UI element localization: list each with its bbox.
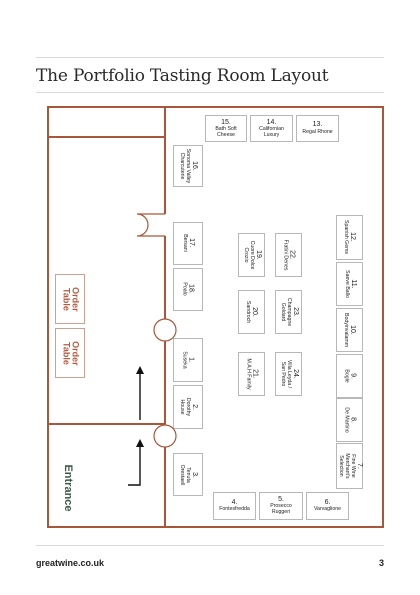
- order-table-lower: Order Table: [55, 328, 85, 378]
- route-arrowhead-upper: [136, 366, 144, 374]
- stand-14-name: Californian Luxury: [259, 125, 284, 138]
- outer-wall-top: [47, 106, 384, 108]
- stand-4-name: Fontesfredda: [219, 506, 250, 513]
- stand-7: 7.Fine Wine Merchant's Selection: [336, 443, 363, 489]
- partition-wall-bottom: [164, 447, 166, 528]
- stand-11: 11.Saeve Ballo: [336, 262, 363, 306]
- stand-1: 1.Suseka: [173, 338, 203, 382]
- stand-3: 3.Tenuta Orestaell: [173, 453, 203, 496]
- footer-rule: [36, 545, 384, 546]
- ante-room-wall-top: [47, 136, 166, 138]
- stand-12: 12.Spanish Gems: [336, 215, 363, 260]
- stand-10: 10.Bodyinvalamm: [336, 308, 363, 352]
- route-arrowhead-lower: [136, 439, 144, 447]
- partition-wall-upper: [164, 106, 166, 214]
- stand-2: 2.Dorothy House: [173, 385, 203, 429]
- stand-5-name: Prosecco Ruggeri: [270, 503, 292, 516]
- stand-5-number: 5.: [278, 496, 284, 503]
- stand-20: 20.Sandroch: [238, 290, 265, 334]
- entrance-room-wall: [47, 423, 166, 425]
- outer-wall-bottom: [47, 526, 384, 528]
- partition-wall-lower: [164, 341, 166, 425]
- door-middle-left-leaf: [153, 318, 166, 342]
- stand-15: 15.Bath Soft Cheese: [205, 115, 247, 142]
- stand-15-name: Bath Soft Cheese: [215, 125, 237, 138]
- stand-6-number: 6.: [324, 498, 331, 506]
- order-table-upper: Order Table: [55, 274, 85, 324]
- footer-website: greatwine.co.uk: [36, 558, 105, 568]
- stand-6-name: Varvaglione: [313, 506, 341, 513]
- stand-18: 18.Poalo: [173, 268, 203, 311]
- title-bottom-rule: [36, 92, 384, 93]
- stand-4-number: 4.: [231, 498, 238, 506]
- outer-wall-left: [47, 106, 49, 528]
- stand-13-number: 13.: [312, 121, 323, 129]
- stand-22: 22.Fratini Denes: [275, 233, 302, 277]
- door-middle-right-leaf: [164, 318, 177, 342]
- stand-6: 6.Varvaglione: [306, 492, 349, 520]
- stand-17: 17.Bersani: [173, 222, 203, 265]
- stand-24: 24.Villa Leyda / San Pedro: [275, 352, 302, 396]
- stand-5: 5.Prosecco Ruggeri: [259, 492, 303, 520]
- door-upper-right-leaf: [136, 224, 165, 237]
- partition-wall-middle: [164, 236, 166, 319]
- stand-14: 14.Californian Luxury: [250, 115, 293, 142]
- stand-15-number: 15.: [221, 118, 231, 126]
- stand-16: 16.Sonoma Valley Charcuterie: [173, 145, 203, 187]
- page-number: 3: [378, 558, 384, 568]
- stand-13: 13.Regal Rhone: [296, 115, 339, 142]
- door-lower-right-leaf: [164, 424, 177, 448]
- page-title: The Portfolio Tasting Room Layout: [36, 66, 329, 86]
- door-upper-left-leaf: [136, 213, 165, 226]
- title-top-rule: [36, 57, 384, 58]
- stand-8: 8.De Martino: [336, 398, 363, 442]
- stand-23: 23.Champagne Goldard: [275, 290, 302, 334]
- door-lower-left-leaf: [153, 424, 166, 448]
- outer-wall-right: [382, 106, 384, 528]
- stand-19: 19.Cuore Dolce Crozio: [238, 233, 265, 277]
- stand-4: 4.Fontesfredda: [213, 492, 256, 520]
- stand-21: 21.M.A.H Family: [238, 352, 265, 396]
- stand-9: 9.Bogle: [336, 354, 363, 398]
- route-arrow-lower: [128, 445, 141, 486]
- stand-14-number: 14.: [266, 118, 277, 126]
- stand-13-name: Regal Rhone: [302, 128, 333, 135]
